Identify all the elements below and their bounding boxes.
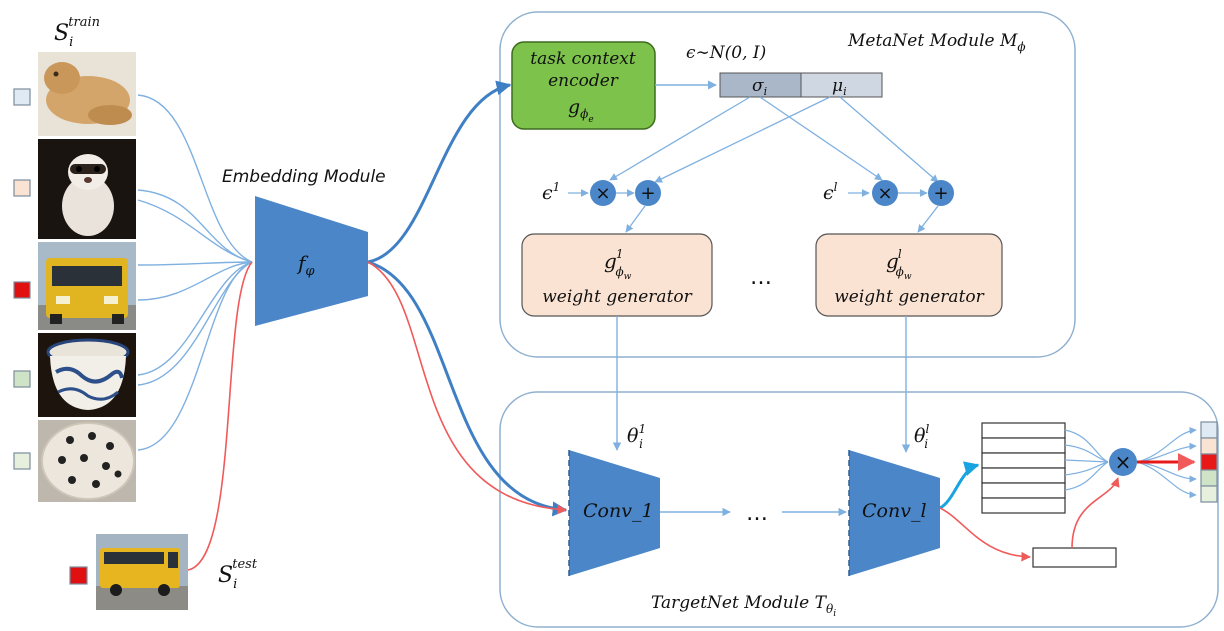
eps-l-label: ϵl [823, 180, 838, 204]
bar-to-ops-lines [609, 96, 939, 183]
task-context-label-line1: task context [530, 49, 636, 69]
conv1-label: Conv_1 [583, 500, 654, 522]
class-label-lightgreen [13, 452, 31, 470]
convl-to-query-feature-line [939, 507, 1031, 562]
embedding-to-conv1-red-line [367, 261, 567, 515]
output-label-red [1200, 453, 1218, 471]
noise-label: ϵ∼N(0, I) [686, 43, 766, 63]
query-label-red [69, 566, 88, 585]
class-label-green [13, 370, 31, 388]
embedding-module-label: Embedding Module [222, 167, 386, 187]
svg-text:×: × [1115, 450, 1132, 474]
support-image-plate [38, 420, 136, 502]
svg-text:×: × [877, 183, 892, 204]
weight-generator-l [815, 233, 1003, 317]
conv1-block [568, 450, 660, 576]
times-op-l: × [872, 180, 898, 206]
output-label-lightgreen [1200, 485, 1218, 503]
support-image-bowl [38, 333, 136, 417]
plus-op-l: + [928, 180, 954, 206]
embedding-to-conv1-thick-line [367, 260, 568, 517]
sigma-cell [719, 72, 802, 98]
support-image-ferret [38, 139, 136, 239]
svg-text:+: + [640, 183, 655, 204]
output-label-peach [1200, 437, 1218, 455]
targetnet-title: TargetNet Module Tθi [651, 593, 836, 619]
query-image-school-bus [96, 534, 188, 610]
support-image-bus [38, 242, 136, 330]
metanet-ellipsis: … [750, 265, 772, 290]
eps-1-label: ϵ1 [542, 180, 560, 204]
g-phi-e-label: gϕe [568, 96, 594, 125]
times-op-1: × [590, 180, 616, 206]
class-label-red [13, 281, 31, 299]
wgl-label: weight generator [834, 287, 984, 307]
support-image-cat [38, 52, 136, 136]
query-to-embedding-line [187, 261, 253, 571]
metanet-title: MetaNet Module Mϕ [847, 31, 1026, 54]
convl-block [848, 450, 940, 576]
query-feature-vector [1032, 547, 1117, 568]
metanet-module-box [499, 11, 1076, 358]
plus-op-1: + [635, 180, 661, 206]
output-label-lightblue [1200, 421, 1218, 439]
targetnet-ellipsis: … [746, 501, 768, 526]
similarity-product-op: × [1109, 448, 1137, 476]
plusl-to-wgl-line [917, 205, 939, 233]
sigma-label: σi [752, 76, 767, 98]
convl-label: Conv_l [862, 500, 927, 522]
prototype-stack [981, 422, 1066, 514]
mu-label: μi [832, 76, 847, 98]
query-feature-to-product-line [1071, 477, 1120, 549]
svg-text:×: × [595, 183, 610, 204]
plus1-to-wg1-line [625, 205, 646, 233]
output-label-green [1200, 469, 1218, 487]
support-to-embedding-lines [137, 94, 253, 451]
output-label-column [1200, 421, 1218, 503]
targetnet-module-box [499, 391, 1219, 628]
task-context-label-line2: encoder [548, 71, 619, 91]
wg1-label: weight generator [542, 287, 692, 307]
embedding-trapezoid [255, 196, 368, 326]
class-label-peach [13, 179, 31, 197]
s-train-label: Sitrain [54, 15, 100, 50]
embedding-to-encoder-line [367, 80, 512, 264]
prototypes-to-product-lines [1064, 429, 1109, 491]
convl-to-prototypes-line [939, 461, 980, 510]
s-test-label: Sitest [218, 557, 258, 592]
mu-cell [800, 72, 883, 98]
svg-text:+: + [933, 183, 948, 204]
class-label-lightblue [13, 88, 31, 106]
